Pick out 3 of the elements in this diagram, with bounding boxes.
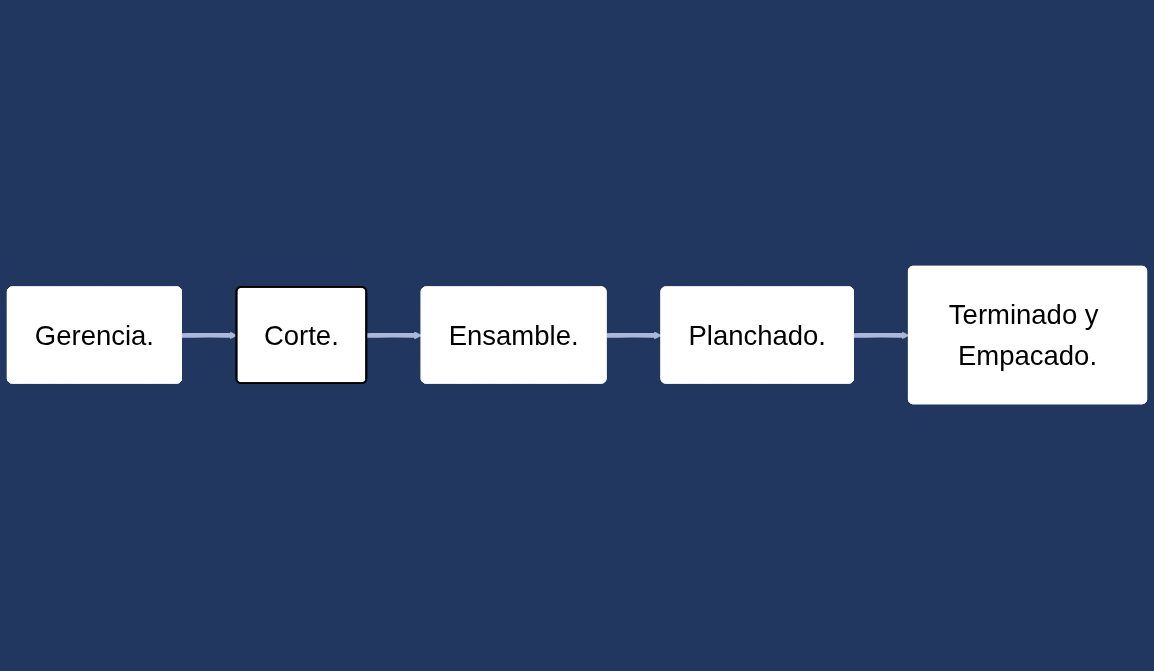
arrow — [606, 331, 662, 340]
arrow — [853, 331, 910, 340]
arrow — [366, 331, 423, 340]
